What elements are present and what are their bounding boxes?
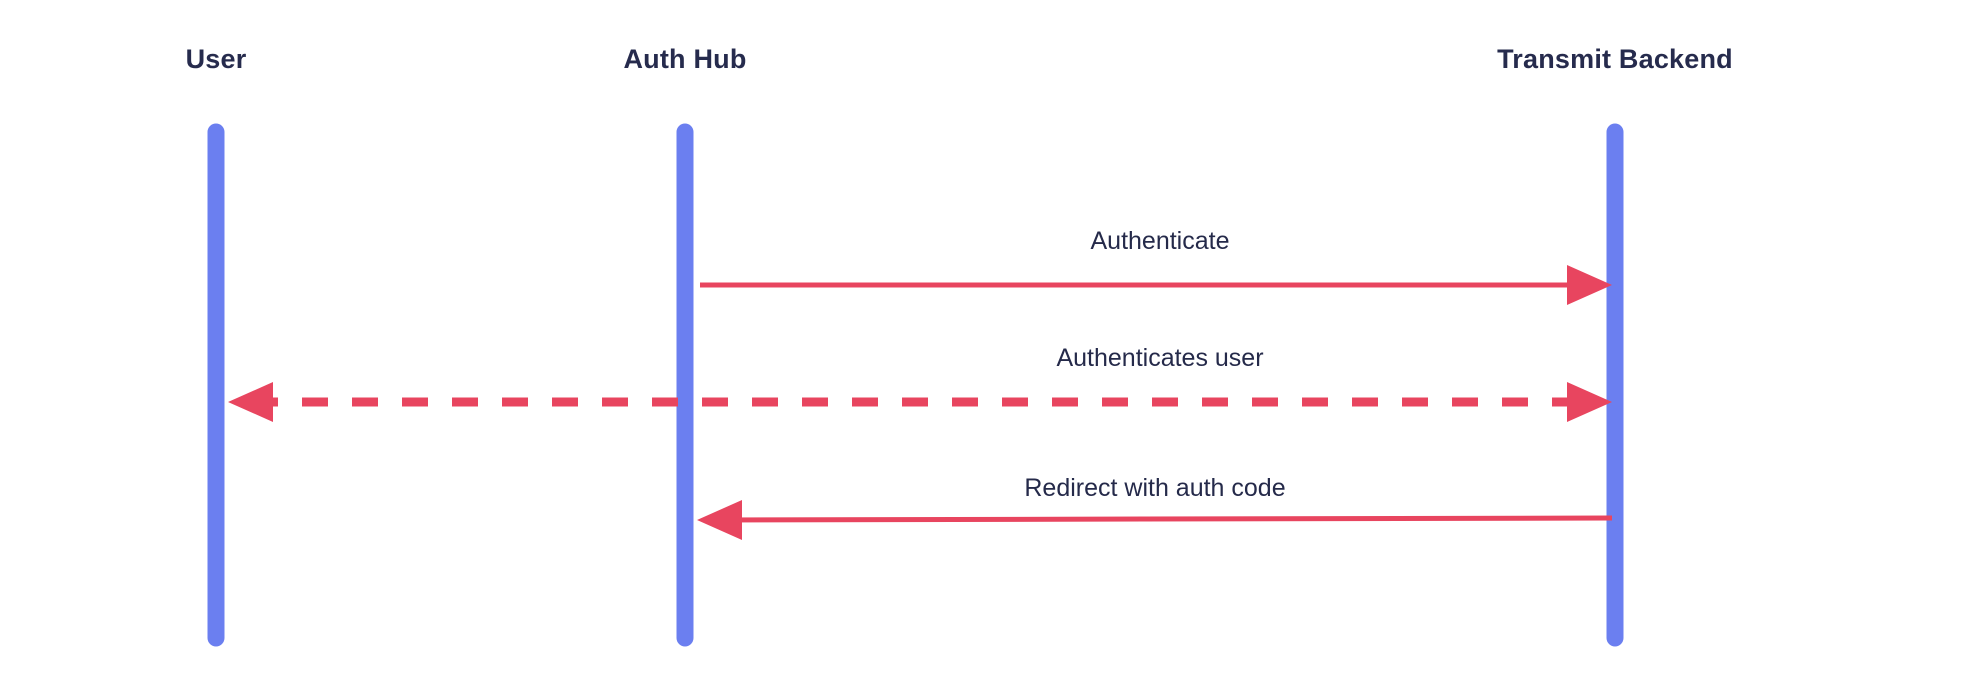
arrowhead-left-redirect-with-auth-code (697, 500, 742, 540)
message-authenticate: Authenticate (700, 227, 1612, 305)
arrowhead-left-authenticates-user (228, 382, 273, 422)
actor-label-auth-hub: Auth Hub (623, 44, 746, 74)
arrowhead-right-authenticate (1567, 265, 1612, 305)
actor-label-user: User (186, 44, 247, 74)
actor-label-transmit-backend: Transmit Backend (1497, 44, 1733, 74)
message-label-authenticates-user: Authenticates user (1056, 344, 1263, 372)
lifelines-group (207, 123, 1624, 647)
message-redirect-with-auth-code: Redirect with auth code (697, 474, 1613, 540)
message-line-redirect-with-auth-code (718, 515, 1613, 523)
actor-labels-group: User Auth Hub Transmit Backend (186, 44, 1733, 74)
message-label-authenticate: Authenticate (1091, 227, 1230, 255)
message-authenticates-user: Authenticates user (228, 344, 1612, 422)
message-label-redirect-with-auth-code: Redirect with auth code (1024, 474, 1285, 502)
arrowhead-right-authenticates-user (1567, 382, 1612, 422)
